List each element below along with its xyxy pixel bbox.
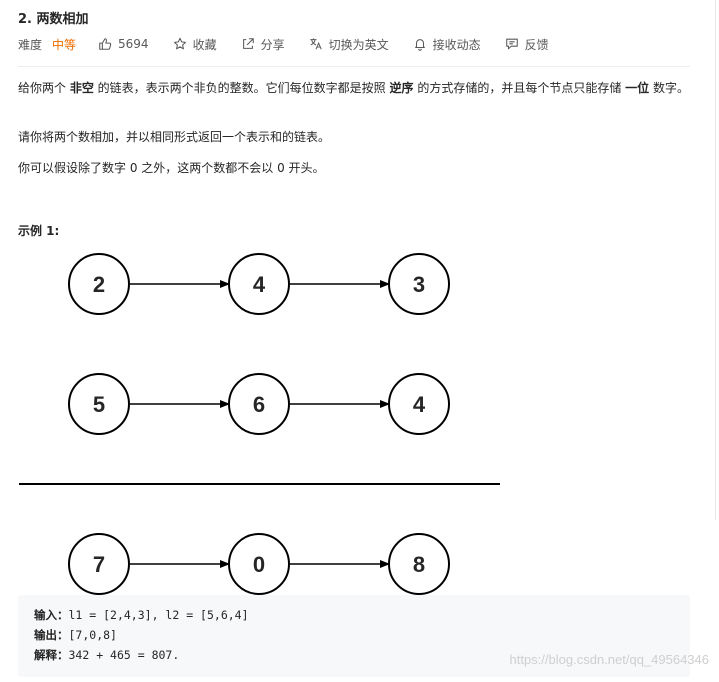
feedback-icon xyxy=(505,38,518,50)
list2-node-value: 5 xyxy=(93,392,105,417)
panel-divider xyxy=(715,0,716,520)
problem-title: 2. 两数相加 xyxy=(18,12,89,27)
list1-node xyxy=(68,253,130,315)
difficulty-label: 难度 xyxy=(18,37,43,52)
explain-label: 解释： xyxy=(34,648,69,662)
list2-node-value: 6 xyxy=(253,392,265,417)
like-button[interactable]: 5694 xyxy=(98,37,149,51)
thumbs-up-icon xyxy=(99,38,112,50)
list2-node-value: 4 xyxy=(413,392,426,417)
share-icon xyxy=(242,38,254,49)
list1-node-value: 4 xyxy=(253,272,266,297)
linked-list-diagram: 2 4 3 5 6 4 7 0 8 xyxy=(19,253,500,595)
example-explain-line: 解释：342 + 465 = 807. xyxy=(34,645,249,665)
result-node-value: 0 xyxy=(253,552,265,577)
result-node xyxy=(388,533,450,595)
description-paragraph-2: 请你将两个数相加，并以相同形式返回一个表示和的链表。 xyxy=(18,130,331,144)
favorite-label: 收藏 xyxy=(192,37,217,52)
subscribe-label: 接收动态 xyxy=(432,37,481,52)
result-node xyxy=(228,533,290,595)
share-label: 分享 xyxy=(260,37,285,52)
list1-node-value: 2 xyxy=(93,272,105,297)
explain-value: 342 + 465 = 807. xyxy=(68,648,180,662)
example-input-line: 输入：l1 = [2,4,3], l2 = [5,6,4] xyxy=(34,605,249,625)
translate-icon xyxy=(309,38,322,50)
example-output-line: 输出：[7,0,8] xyxy=(34,625,249,645)
example-title: 示例 1: xyxy=(18,224,60,238)
list2-node xyxy=(68,373,130,435)
star-icon xyxy=(173,37,186,50)
result-node-value: 7 xyxy=(93,552,105,577)
header-divider xyxy=(18,66,690,67)
list1-node-value: 3 xyxy=(413,272,425,297)
translate-button[interactable]: 切换为英文 xyxy=(309,36,389,53)
output-label: 输出： xyxy=(34,628,69,642)
feedback-label: 反馈 xyxy=(524,37,549,52)
description-paragraph-1: 给你两个 非空 的链表，表示两个非负的整数。它们每位数字都是按照 逆序 的方式存… xyxy=(18,81,689,95)
bell-icon xyxy=(414,39,425,51)
subscribe-button[interactable]: 接收动态 xyxy=(413,36,481,53)
list1-node xyxy=(388,253,450,315)
description-paragraph-3: 你可以假设除了数字 0 之外，这两个数都不会以 0 开头。 xyxy=(18,161,325,175)
translate-label: 切换为英文 xyxy=(328,37,389,52)
difficulty-badge: 中等 xyxy=(52,37,77,52)
result-node-value: 8 xyxy=(413,552,425,577)
list2-node xyxy=(388,373,450,435)
example-code-block: 输入：l1 = [2,4,3], l2 = [5,6,4] 输出：[7,0,8]… xyxy=(18,595,690,677)
like-count: 5694 xyxy=(118,37,149,51)
feedback-button[interactable]: 反馈 xyxy=(505,36,549,53)
share-button[interactable]: 分享 xyxy=(241,36,285,53)
input-label: 输入： xyxy=(34,608,69,622)
list1-node xyxy=(228,253,290,315)
input-value: l1 = [2,4,3], l2 = [5,6,4] xyxy=(68,608,249,622)
favorite-button[interactable]: 收藏 xyxy=(173,36,217,53)
result-node xyxy=(68,533,130,595)
list2-node xyxy=(228,373,290,435)
output-value: [7,0,8] xyxy=(68,628,117,642)
problem-meta-bar: 难度 中等 5694 收藏 分享 切换为英文 接收动态 反馈 xyxy=(18,35,573,53)
watermark-text: https://blog.csdn.net/qq_49564346 xyxy=(509,652,710,667)
